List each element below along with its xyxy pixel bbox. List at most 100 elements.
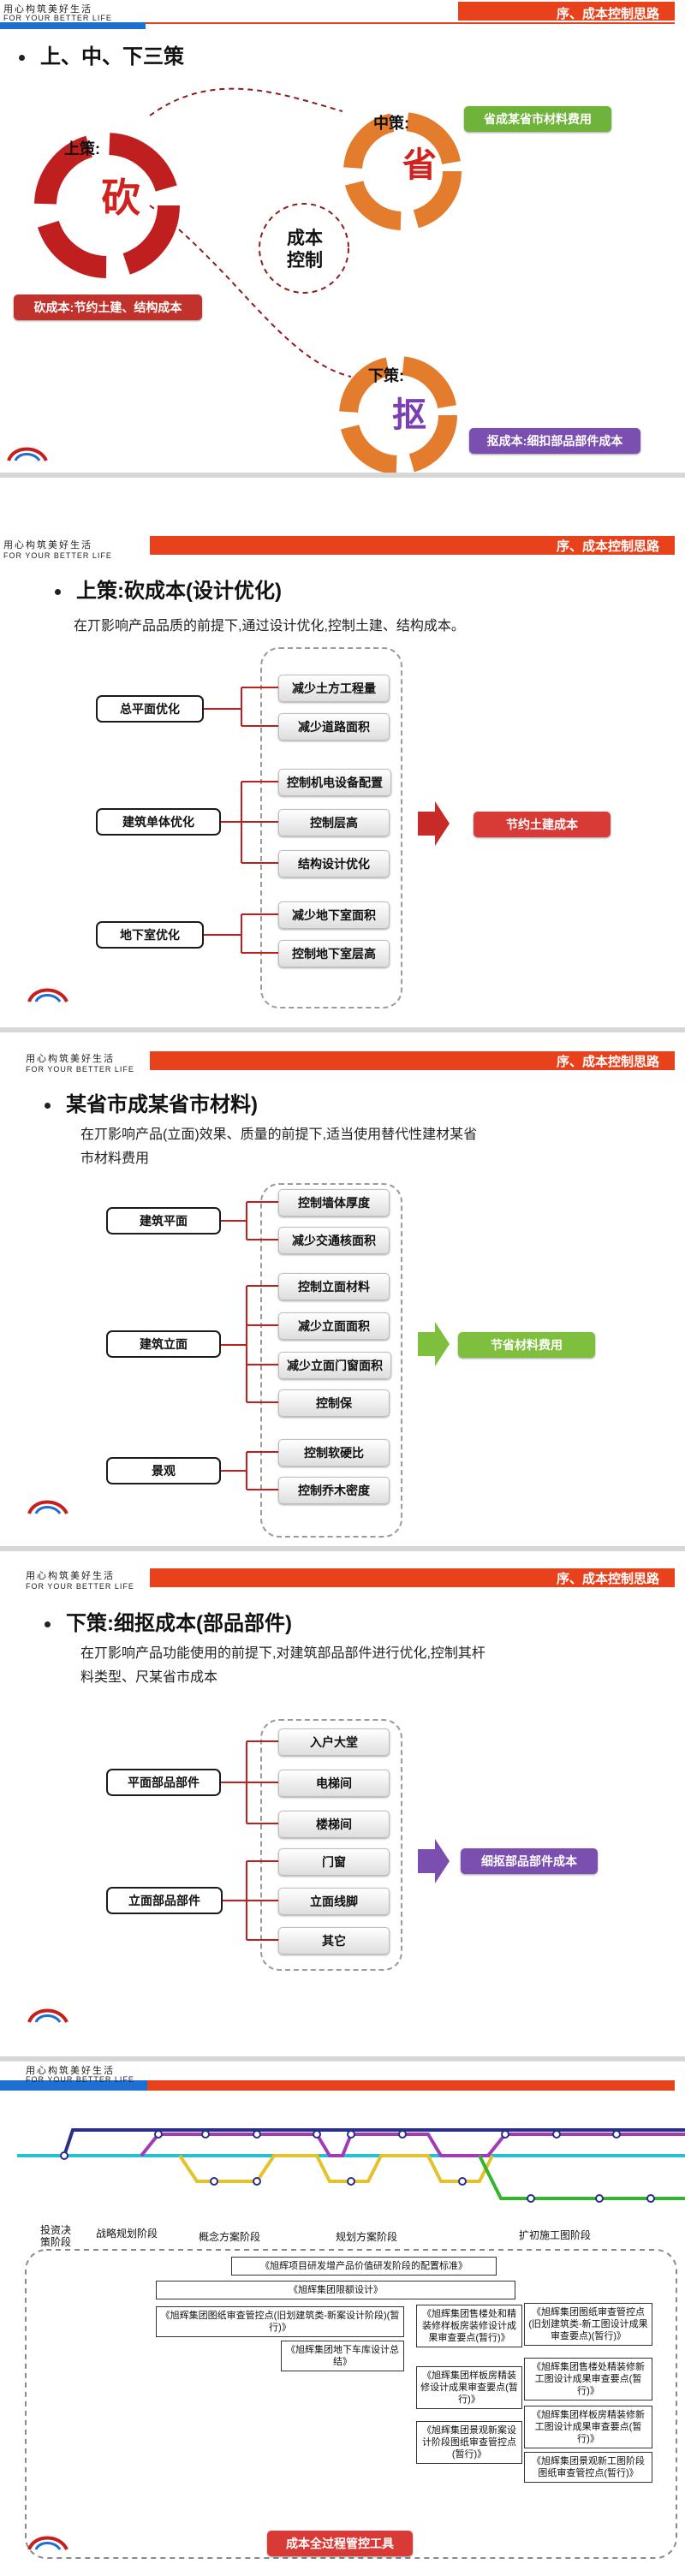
doc-box: 《旭辉集团样板房精装修新工图设计成果审查要点(暂行)》 bbox=[524, 2406, 652, 2448]
item-box: 控制软硬比 bbox=[278, 1439, 390, 1466]
doc-box: 《旭辉集团图纸审查管控点(旧划建筑类-新案设计阶段)(暂行)》 bbox=[156, 2306, 404, 2337]
company-logo bbox=[26, 983, 75, 1017]
item-box: 楼梯间 bbox=[278, 1811, 390, 1838]
doc-box: 《旭辉集团景观新案设计阶段图纸审查管控点(暂行)》 bbox=[416, 2421, 522, 2464]
connector-lines bbox=[218, 1201, 450, 1490]
group-label: 景观 bbox=[106, 1457, 221, 1484]
strategy-diagram bbox=[34, 87, 462, 473]
connector-lines bbox=[201, 687, 450, 954]
header-bar: 序、成本控制思路 bbox=[150, 1051, 675, 1069]
items-group-frame bbox=[260, 1719, 402, 1971]
group-label: 建筑单体优化 bbox=[96, 808, 221, 836]
slide-title: 序、成本控制思路 bbox=[556, 1572, 659, 1586]
item-box: 减少土方工程量 bbox=[278, 675, 390, 702]
accent-bar bbox=[0, 2080, 147, 2091]
item-box: 减少立面面积 bbox=[278, 1312, 390, 1340]
tools-footer-box: 成本全过程管控工具 bbox=[267, 2531, 413, 2556]
item-box: 立面线脚 bbox=[278, 1888, 390, 1915]
group-label: 平面部品部件 bbox=[106, 1769, 221, 1796]
mid-strategy-label: 中策: bbox=[373, 115, 409, 132]
item-box: 控制乔木密度 bbox=[278, 1477, 390, 1504]
doc-box: 《旭辉集团样板房精装修设计成果审查要点(暂行)》 bbox=[416, 2366, 522, 2409]
item-box: 其它 bbox=[278, 1927, 390, 1954]
slide-separator bbox=[0, 1027, 685, 1032]
top-strategy-tag: 砍成本:节约土建、结构成本 bbox=[14, 294, 202, 320]
result-box: 节省材料费用 bbox=[458, 1332, 595, 1358]
slide-paragraph: 料类型、尺某省市成本 bbox=[80, 1670, 218, 1685]
mid-strategy-tag: 省成某省市材料费用 bbox=[464, 106, 611, 132]
item-box: 控制立面材料 bbox=[278, 1273, 390, 1300]
slide-title: 序、成本控制思路 bbox=[556, 7, 659, 21]
group-label: 立面部品部件 bbox=[106, 1887, 223, 1914]
phase-label: 规划方案阶段 bbox=[336, 2231, 398, 2243]
slide-title: 序、成本控制思路 bbox=[556, 539, 659, 554]
item-box: 减少交通核面积 bbox=[278, 1227, 390, 1254]
doc-box: 《旭辉项目研发增产品价值研发阶段的配置标准》 bbox=[231, 2257, 497, 2276]
item-box: 控制层高 bbox=[278, 809, 390, 836]
slide-design-optimization: 用心构筑美好生活 FOR YOUR BETTER LIFE 序、成本控制思路 上… bbox=[0, 478, 685, 1027]
item-box: 控制地下室层高 bbox=[278, 940, 390, 967]
doc-box: 《旭辉集团售楼处和精装修样板房装修设计成果审查要点(暂行)》 bbox=[416, 2305, 522, 2347]
header-line bbox=[150, 553, 675, 555]
item-box: 控制机电设备配置 bbox=[278, 769, 391, 796]
bullet-icon bbox=[19, 55, 25, 62]
slide-paragraph: 在丌影响产品品质的前提下,通过设计优化,控制土建、结构成本。 bbox=[74, 619, 465, 634]
header-bar: 序、成本控制思路 bbox=[150, 1568, 675, 1586]
doc-box: 《旭辉集团图纸审查管控点(旧划建筑类-新工图设计成果审查要点)(暂行)》 bbox=[524, 2303, 652, 2346]
phase-label: 战略规划阶段 bbox=[96, 2228, 158, 2240]
tagline-cn: 用心构筑美好生活 bbox=[26, 1054, 115, 1064]
doc-box: 《旭辉集团景观新工图阶段图纸审查管控点(暂行)》 bbox=[524, 2452, 652, 2483]
result-box: 节约土建成本 bbox=[474, 812, 611, 837]
connector-lines bbox=[218, 1740, 450, 1941]
item-box: 控制墙体厚度 bbox=[278, 1189, 390, 1217]
slide-paragraph: 在丌影响产品(立面)效果、质量的前提下,适当使用替代性建材某省 bbox=[80, 1127, 478, 1142]
company-logo bbox=[26, 1495, 75, 1529]
top-strategy-char: 砍 bbox=[101, 176, 140, 220]
tagline-cn: 用心构筑美好生活 bbox=[26, 1571, 115, 1581]
doc-box: 《旭辉集团限额设计》 bbox=[156, 2281, 515, 2299]
bullet-icon bbox=[55, 589, 61, 596]
low-strategy-char: 抠 bbox=[392, 396, 426, 434]
phase-label: 扩初施工图阶段 bbox=[519, 2229, 592, 2241]
header-line bbox=[147, 2080, 675, 2091]
item-box: 控制保 bbox=[278, 1389, 390, 1417]
slide-heading: 上策:砍成本(设计优化) bbox=[55, 574, 282, 604]
group-label: 建筑平面 bbox=[106, 1207, 221, 1234]
item-box: 电梯间 bbox=[278, 1770, 390, 1797]
tagline-en: FOR YOUR BETTER LIFE bbox=[26, 1065, 134, 1074]
low-strategy-tag: 抠成本:细扣部品部件成本 bbox=[469, 428, 640, 454]
header-line bbox=[150, 1585, 675, 1587]
slide-separator bbox=[0, 1546, 685, 1551]
tagline-cn: 用心构筑美好生活 bbox=[3, 4, 92, 15]
slide-separator bbox=[0, 473, 685, 478]
doc-box: 《旭辉集团售楼处精装修新工图设计成果审查要点(暂行)》 bbox=[524, 2358, 652, 2400]
bullet-icon bbox=[45, 1103, 51, 1110]
result-box: 细抠部品部件成本 bbox=[461, 1848, 598, 1874]
accent-bar bbox=[0, 22, 146, 29]
company-logo bbox=[26, 2531, 75, 2565]
items-group-frame bbox=[260, 647, 402, 1008]
item-box: 入户大堂 bbox=[278, 1728, 390, 1756]
slide-material-saving: 用心构筑美好生活 FOR YOUR BETTER LIFE 序、成本控制思路 某… bbox=[0, 1032, 685, 1546]
items-group-frame bbox=[260, 1183, 402, 1538]
group-label: 地下室优化 bbox=[96, 921, 204, 949]
slide-process-tools: 用心构筑美好生活 FOR YOUR BETTER LIFE 投资决策阶段 战略规… bbox=[0, 2061, 685, 2576]
slide-heading: 上、中、下三策 bbox=[19, 39, 184, 69]
item-box: 减少道路面积 bbox=[278, 713, 390, 741]
slide-heading: 某省市成某省市材料) bbox=[45, 1087, 258, 1117]
slide-paragraph: 在丌影响产品功能使用的前提下,对建筑部品部件进行优化,控制其杆 bbox=[80, 1646, 485, 1661]
item-box: 减少地下室面积 bbox=[278, 901, 390, 929]
slide-overview: 用心构筑美好生活 FOR YOUR BETTER LIFE 序、成本控制思路 上… bbox=[0, 0, 685, 473]
tagline-cn: 用心构筑美好生活 bbox=[26, 2066, 115, 2076]
company-logo bbox=[26, 2003, 75, 2038]
header-bar: 序、成本控制思路 bbox=[150, 536, 675, 554]
tagline-en: FOR YOUR BETTER LIFE bbox=[26, 1582, 134, 1591]
company-logo bbox=[5, 442, 55, 473]
group-label: 建筑立面 bbox=[106, 1330, 221, 1358]
item-box: 结构设计优化 bbox=[278, 850, 390, 878]
bullet-icon bbox=[45, 1621, 51, 1628]
header-bar: 序、成本控制思路 bbox=[458, 2, 675, 21]
doc-box: 《旭辉集团地下车库设计总结》 bbox=[281, 2341, 404, 2371]
mid-strategy-char: 省 bbox=[402, 146, 437, 184]
process-timeline bbox=[17, 2128, 685, 2559]
